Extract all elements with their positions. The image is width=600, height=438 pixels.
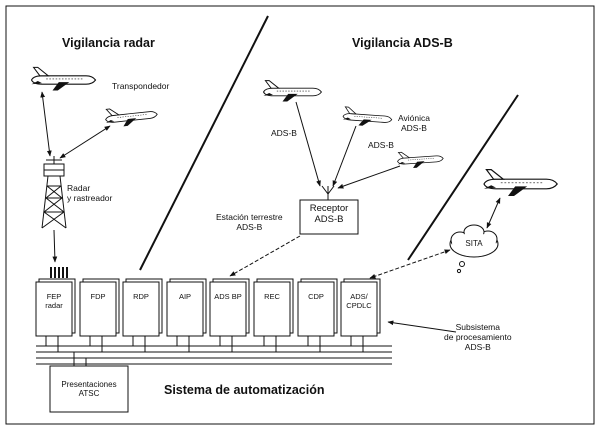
arrow-adsb-plane2 [332, 125, 357, 187]
label-receiver-line: Receptor [309, 203, 349, 214]
sita-cloud-icon [449, 224, 499, 274]
title-radar: Vigilancia radar [62, 36, 155, 50]
label-avionica-line: Aviónica [398, 113, 430, 123]
label-receiver-line: ADS-B [314, 213, 344, 225]
receiver-box [299, 199, 359, 235]
module-label: ADS/CPDLC [341, 292, 377, 310]
module-label-line: radar [45, 301, 63, 310]
module-label: ADS BP [210, 292, 246, 301]
label-subsystem-line: de procesamiento [444, 331, 512, 342]
arrow-radar-down [52, 229, 58, 263]
airplane-icon [30, 66, 97, 92]
module-label-line: ADS BP [214, 292, 242, 301]
module-label-line: REC [264, 292, 280, 301]
label-avionica: Aviónica ADS-B [398, 113, 430, 134]
arrow-radar-plane1 [40, 91, 52, 157]
arrow-adsb-plane1 [295, 101, 321, 187]
module-label-line: AIP [178, 292, 192, 301]
label-display-box: Presentaciones ATSC [50, 380, 128, 398]
label-adsb-mid: ADS-B [368, 140, 394, 150]
display-box [49, 365, 129, 413]
label-sita: SITA [465, 239, 483, 248]
data-link-icon [50, 267, 68, 278]
arrow-sita-cpdlc [369, 249, 451, 279]
module-boxes [35, 278, 381, 337]
airplane-icon [263, 80, 322, 102]
radar-tower-icon [41, 156, 67, 229]
arrow-plane-sita [486, 197, 501, 229]
arrow-radar-plane2 [59, 125, 111, 159]
module-label: RDP [123, 292, 159, 301]
airplane-icon [396, 149, 445, 170]
label-display-box-line: ATSC [78, 389, 100, 399]
divider-line-right [407, 94, 519, 261]
antenna-icon [321, 185, 335, 200]
module-label-line: ADS/ [350, 292, 368, 301]
module-box [166, 281, 204, 337]
lan-bus [36, 345, 392, 365]
arrow-subsystem [387, 320, 457, 333]
module-label-line: CDP [308, 292, 324, 301]
module-label: REC [254, 292, 290, 301]
outer-frame [5, 5, 595, 425]
airplane-icon [483, 169, 558, 197]
label-radar-line: y rastreador [67, 192, 113, 203]
arrow-receiver-to-adsbp [229, 235, 301, 277]
label-ground-station: Estación terrestre ADS-B [216, 212, 283, 233]
module-box [297, 281, 335, 337]
module-box [253, 281, 291, 337]
module-box [209, 281, 247, 337]
label-radar: Radar y rastreador [67, 183, 113, 204]
arrow-adsb-plane3 [337, 165, 401, 189]
module-label-line: FEP [46, 292, 62, 301]
title-adsb: Vigilancia ADS-B [352, 36, 453, 50]
module-label-line: RDP [133, 292, 149, 301]
label-automation-system: Sistema de automatización [164, 383, 325, 397]
label-subsystem-line: ADS-B [464, 341, 491, 352]
label-ground-station-line: Estación terrestre [216, 212, 283, 222]
airplane-icon [104, 103, 159, 129]
module-label-line: FDP [90, 292, 106, 301]
label-receiver: Receptor ADS-B [300, 203, 358, 226]
module-box [340, 281, 378, 337]
module-label: AIP [167, 292, 203, 301]
divider-line-left [139, 15, 269, 271]
label-display-box-line: Presentaciones [61, 380, 117, 389]
module-label: CDP [298, 292, 334, 301]
label-subsystem: Subsistema de procesamiento ADS-B [444, 322, 512, 352]
label-subsystem-line: Subsistema [455, 322, 500, 332]
module-box [79, 281, 117, 337]
label-avionica-line: ADS-B [401, 122, 427, 133]
label-radar-line: Radar [67, 183, 91, 193]
label-adsb-left: ADS-B [271, 128, 297, 138]
module-box [35, 281, 73, 337]
label-transponder: Transpondedor [112, 81, 170, 91]
airplane-icon [342, 106, 393, 129]
module-label: FDP [80, 292, 116, 301]
module-label-line: CPDLC [346, 301, 372, 310]
module-box [122, 281, 160, 337]
bus-connections [45, 336, 364, 352]
label-ground-station-line: ADS-B [236, 221, 263, 232]
